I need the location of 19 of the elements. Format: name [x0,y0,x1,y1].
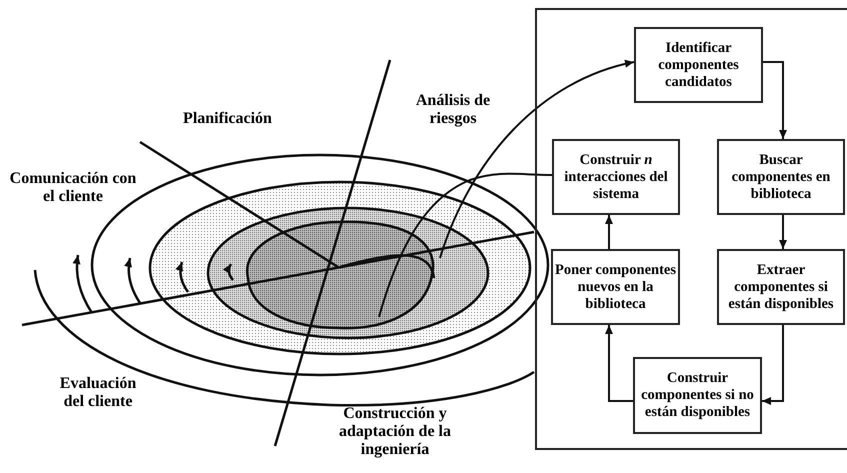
arrow [762,325,784,405]
phase-label: Comunicación con el cliente [8,170,138,206]
arrow [439,60,634,258]
process-box: Extraer componentes si están disponibles [717,249,845,325]
phase-label: Análisis de riesgos [414,92,492,128]
process-box: Buscar componentes en biblioteca [717,139,845,215]
connector-line [378,172,552,318]
phase-label: Evaluación del cliente [58,375,138,411]
process-box: Identificar componentes candidatos [634,27,763,103]
phase-label: Planificación [182,110,273,128]
process-box: Construir componentes si no están disponibles [633,357,762,434]
process-box: Construir n interacciones del sistema [552,139,680,215]
arrow [605,215,613,249]
container-box [535,8,847,450]
arrow [605,325,633,402]
process-box: Poner componentes nuevos en la biblioteca [551,249,680,325]
arrow [779,215,787,249]
arrow [763,61,787,139]
phase-label: Construcción y adaptación de la ingeniería [338,405,452,459]
